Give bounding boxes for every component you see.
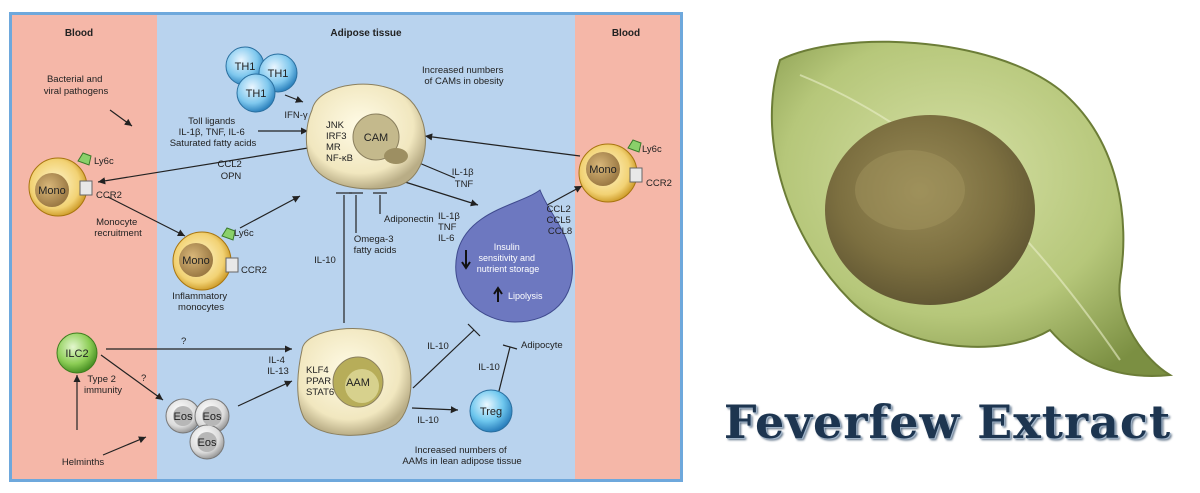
blood-right-header: Blood [612,28,640,39]
monocyte-recruitment-label: Monocyte recruitment [94,217,142,239]
ly6c-right-label: Ly6c [642,144,662,155]
cam-label: CAM [364,132,388,144]
th1-label-b: TH1 [268,68,289,80]
blood-left-header: Blood [65,28,93,39]
il4-il13-label: IL-4 IL-13 [267,355,289,377]
macrophage-diagram: Blood Adipose tissue Blood [0,0,700,493]
mono-right-label: Mono [589,164,617,176]
th1-label-a: TH1 [235,61,256,73]
aam-label: AAM [346,377,370,389]
aams-lean-label: Increased numbers of AAMs in lean adipos… [402,445,521,467]
eos-label-a: Eos [174,411,193,423]
ifn-gamma-label: IFN-γ [284,110,307,121]
lipolysis-label: Lipolysis [508,291,543,301]
treg-cell: Treg [470,390,512,432]
aam-signals-label: KLF4 PPAR STAT6 [306,365,334,398]
cams-obesity-label: Increased numbers of CAMs in obesity [422,65,506,87]
ilc2-label: ILC2 [65,348,88,360]
il10-treg-up-label: IL-10 [478,362,500,373]
ccl2-opn-label: CCL2 OPN [218,159,245,182]
ccr2-left-label: CCR2 [96,190,122,201]
ccr2-mid-label: CCR2 [241,265,267,276]
ccr2-right-label: CCR2 [646,178,672,189]
omega3-label: Omega-3 fatty acids [354,234,397,256]
il1b-tnf-label: IL-1β TNF [452,167,476,190]
adiponectin-label: Adiponectin [384,214,434,225]
feverfew-powder-dish-image [760,30,1180,390]
mono-mid-label: Mono [182,255,210,267]
th1-label-c: TH1 [246,88,267,100]
adipocyte-label: Adipocyte [521,340,563,351]
mono-left-label: Mono [38,185,66,197]
inflammatory-monocytes-label: Inflammatory monocytes [172,291,230,313]
adipose-header: Adipose tissue [330,28,402,39]
type2-immunity-label: Type 2 immunity [84,374,122,396]
eos-label-b: Eos [203,411,222,423]
ly6c-mid-label: Ly6c [234,228,254,239]
pathogens-label: Bacterial and viral pathogens [44,74,109,97]
question-mark-2: ? [141,373,146,384]
aam-cell: AAM KLF4 PPAR STAT6 [298,329,411,436]
il10-left-label: IL-10 [314,255,336,266]
blood-region-right [575,15,680,479]
il10-treg-in-label: IL-10 [417,415,439,426]
eos-label-c: Eos [198,437,217,449]
ly6c-left-label: Ly6c [94,156,114,167]
ilc2-cell: ILC2 [57,333,97,373]
cam-cell: CAM JNK IRF3 MR NF-κB [306,84,425,189]
question-mark-1: ? [181,336,186,347]
ccl-right-label: CCL2 CCL5 CCL8 [547,204,574,237]
helminths-label: Helminths [62,457,104,468]
product-title: Feverfew Extract [700,395,1195,449]
treg-label: Treg [480,406,502,418]
il10-aam-label: IL-10 [427,341,449,352]
